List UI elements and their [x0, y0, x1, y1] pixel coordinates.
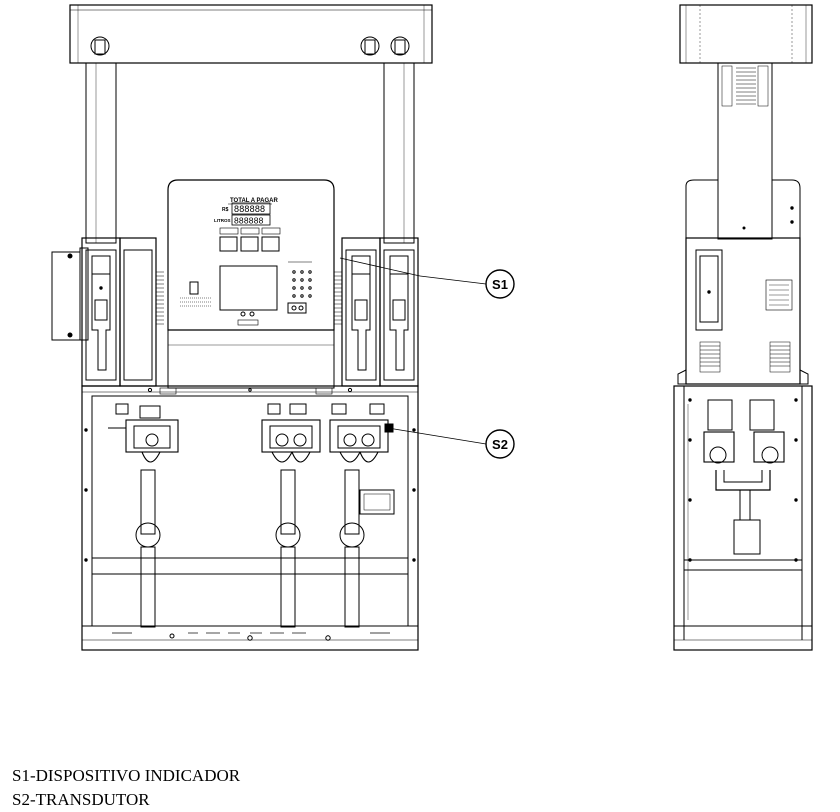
callout-s1-label: S1: [492, 277, 508, 292]
nozzle-holder-right: [334, 237, 419, 387]
display-amount-digits: 888888: [234, 204, 265, 214]
lifting-eye-right-1: [360, 36, 380, 56]
callout-s2: S2: [387, 427, 515, 459]
lifting-eye-right-2: [390, 36, 410, 56]
callout-s1: S1: [339, 257, 515, 299]
front-view: TOTAL A PAGAR R$ 888888 LITROS 888888: [51, 4, 433, 651]
nozzle-holder-left: [81, 237, 164, 387]
front-canopy: [69, 4, 433, 64]
hydraulic-cabinet: [81, 385, 419, 651]
side-column: [717, 62, 773, 240]
keypad: [287, 261, 312, 314]
side-view: [673, 4, 813, 651]
side-head: [677, 179, 809, 385]
lifting-eye-left: [90, 36, 110, 56]
front-columns: [85, 62, 415, 244]
display-head: TOTAL A PAGAR R$ 888888 LITROS 888888: [167, 179, 335, 389]
legend: S1-DISPOSITIVO INDICADOR S2-TRANSDUTOR: [12, 764, 240, 812]
side-cabinet: [673, 385, 813, 651]
callout-s2-label: S2: [492, 437, 508, 452]
display-volume-digits: 888888: [234, 216, 264, 226]
nozzle-boot-left-outer: [51, 247, 89, 341]
display-currency-text: R$: [222, 207, 229, 213]
legend-item-s1: S1-DISPOSITIVO INDICADOR: [12, 766, 241, 785]
meter-unit-1: [108, 403, 179, 628]
side-canopy: [679, 4, 813, 64]
meter-unit-2: [261, 403, 321, 628]
display-volume-text: LITROS: [214, 218, 231, 223]
legend-item-s2: S2-TRANSDUTOR: [12, 790, 150, 809]
display-header-text: TOTAL A PAGAR: [230, 198, 278, 204]
meter-unit-3: [329, 403, 394, 628]
